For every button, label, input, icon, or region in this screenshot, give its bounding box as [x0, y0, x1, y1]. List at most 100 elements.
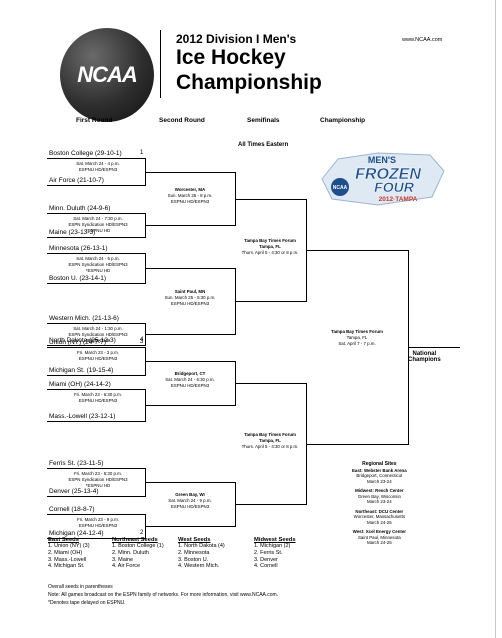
seed-item: 3. Maine	[112, 556, 134, 563]
seed-item: 1. Michigan (2)	[254, 543, 291, 549]
venue-name: Bridgeport, CT	[174, 371, 206, 376]
team-name: Denver (25-13-4)	[49, 488, 99, 495]
game-info: Sat. March 24 - 4 p.m.ESPNU HD/ESPN3	[58, 161, 138, 173]
ff-line3: FOUR	[374, 179, 415, 195]
team-line	[47, 237, 145, 238]
team-name: Boston College (29-10-1)	[49, 150, 122, 157]
seed-item: 4. Michigan St.	[48, 563, 85, 570]
game-info-line: Sat. March 24 - 1:30 p.m.	[73, 326, 123, 331]
title-line2: Ice Hockey	[176, 46, 286, 69]
game-time: Thurs. April 5 - 4:30 or 8 p.m.	[241, 250, 299, 255]
team-line	[47, 496, 145, 497]
seed-item: 2. Minnesota	[178, 549, 210, 556]
team-name: Western Mich. (21-13-6)	[49, 315, 119, 322]
game-info-line: Fri. March 23 - 6:30 p.m.	[73, 392, 123, 397]
seed-item: 3. Denver	[254, 556, 278, 563]
seeds-title: Northeast Seeds	[112, 537, 158, 543]
game-info: Sat. March 24 - 5 p.m.ESPN Syndication H…	[58, 256, 138, 274]
game-info: Sat. March 24 - 7:30 p.m.ESPN Syndicatio…	[58, 216, 138, 234]
team-name: Miami (OH) (24-14-2)	[49, 381, 111, 388]
team-line	[47, 421, 145, 422]
game-info: Fri. March 23 - 6:30 p.m.ESPNU HD/ESPN3	[58, 392, 138, 404]
team-name: Air Force (21-10-7)	[49, 177, 104, 184]
round-header-first: First Round	[76, 117, 113, 124]
championship-city: Tampa, FL	[346, 335, 368, 340]
regional-site-line: West: Xcel Energy Center	[352, 529, 407, 534]
seed-number: 1	[140, 150, 144, 156]
regional-site-line: Midwest: Resch Center	[355, 488, 404, 493]
championship-venue: Tampa Bay Times Forum	[331, 329, 383, 334]
game-info: Fri. March 23 - 3 p.m.ESPNU HD/ESPN3	[58, 350, 138, 362]
ff-line4: 2012·TAMPA	[379, 196, 418, 203]
game-info: Fri. March 23 - 9 p.m.ESPNU HD/ESPN3	[58, 517, 138, 529]
ff-line1: MEN'S	[368, 155, 396, 165]
venue-city: Tampa, FL	[259, 438, 281, 443]
team-name: Ferris St. (23-11-5)	[49, 460, 104, 467]
game-info-line: Sun. March 25 - 8 p.m.	[167, 193, 213, 198]
regional-site-line: March 24-25	[367, 519, 392, 525]
game-info-line: ESPN Syndication HD/ESPN3	[68, 222, 128, 227]
regional-site-line: East: Webster Bank Arena	[352, 467, 407, 473]
championship-time: Sat. April 7 - 7 p.m.	[338, 341, 376, 346]
team-line	[47, 185, 145, 186]
seed-item: 4. Western Mich.	[178, 563, 220, 570]
round-header-second: Second Round	[159, 117, 205, 124]
team-line	[47, 213, 145, 214]
team-line	[47, 347, 145, 348]
team-name: Union (NY) (24-7-7)	[49, 339, 107, 346]
championship-game: Tampa Bay Times Forum Tampa, FL Sat. Apr…	[312, 329, 402, 347]
seed-item: 2. Miami (OH)	[48, 549, 83, 556]
game-info-line: Fri. March 23 - 5:30 p.m.	[73, 471, 123, 476]
game-info-line: Sat. March 24 - 7:30 p.m.	[73, 216, 123, 221]
game-info: Fri. March 23 - 5:30 p.m.ESPN Syndicatio…	[58, 471, 138, 489]
header-divider	[160, 30, 161, 98]
game-info-line: Sat. March 24 - 5 p.m.	[76, 256, 120, 261]
game-info-line: ESPNU HD/ESPN3	[78, 398, 118, 403]
team-line	[47, 253, 145, 254]
seed-item: 4. Air Force	[112, 563, 141, 570]
seeds-title: Midwest Seeds	[254, 537, 296, 543]
seed-item: 3. Mass.-Lowell	[48, 556, 87, 563]
team-name: Cornell (18-8-7)	[49, 506, 95, 513]
semifinal-line	[235, 199, 306, 200]
team-name: Michigan St. (19-15-4)	[49, 367, 114, 374]
seed-number: 4	[140, 337, 144, 343]
footnote-broadcast: Note: All games broadcast on the ESPN fa…	[48, 592, 279, 598]
team-name: Minnesota (26-13-1)	[49, 245, 108, 252]
regional-site-line: Worcester, Massachusetts	[353, 514, 406, 519]
round-header-semifinals: Semifinals	[247, 117, 280, 124]
game-info-line: ESPNU HD/ESPN3	[170, 504, 210, 509]
game-info-line: ESPNU HD/ESPN3	[78, 523, 118, 528]
regional-sites-title: Regional Sites	[362, 461, 397, 467]
seed-item: 2. Ferris St.	[254, 549, 283, 556]
regional-site-line: Saint Paul, Minnesota	[357, 534, 401, 540]
title-line1: 2012 Division I Men's	[176, 32, 297, 46]
game-info-line: Sat. March 24 - 6:30 p.m.	[165, 377, 215, 382]
game-info-line: ESPN Syndication HD/ESPN3	[68, 332, 128, 337]
venue-name: Tampa Bay Times Forum	[244, 432, 296, 437]
ncaa-url[interactable]: www.NCAA.com	[402, 37, 443, 43]
game-info-line: ESPNU HD/ESPN3	[170, 383, 210, 388]
team-line	[47, 468, 145, 469]
venue-name: Green Bay, WI	[175, 492, 205, 497]
team-name: Boston U. (23-14-1)	[49, 275, 107, 282]
semifinal-line	[235, 383, 306, 384]
round2-line	[145, 361, 235, 362]
team-name: Mass.-Lowell (23-12-1)	[49, 413, 116, 420]
game-info-line: Sat. March 24 - 4 p.m.	[76, 161, 120, 166]
team-name: North Dakota (25-12-3)	[49, 337, 116, 344]
seed-item: 3. Boston U.	[178, 556, 209, 563]
regional-site-line: Bridgeport, Connecticut	[356, 473, 403, 478]
team-line	[47, 283, 145, 284]
round2-line	[145, 526, 235, 527]
seeds-title: West Seeds	[178, 537, 211, 543]
team-line	[47, 345, 145, 346]
game-info-line: ESPNU HD/ESPN3	[170, 199, 210, 204]
championship-line	[306, 250, 408, 251]
